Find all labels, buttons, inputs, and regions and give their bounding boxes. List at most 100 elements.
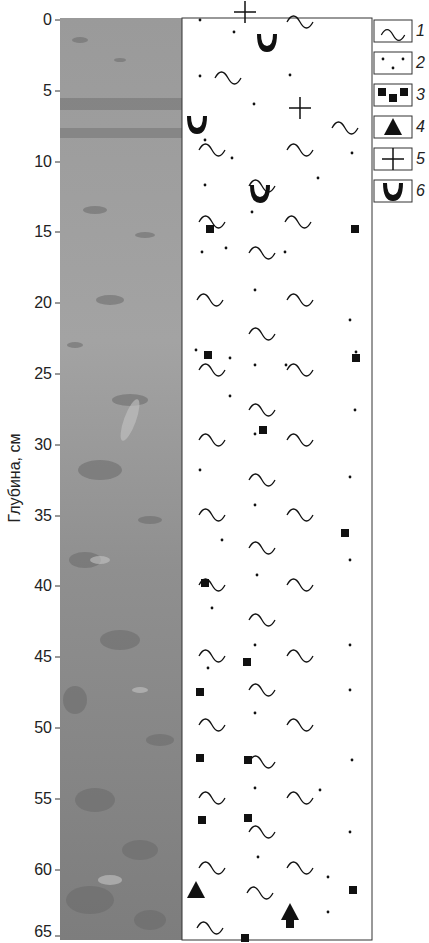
depth-tick-label: 40 [18,578,52,594]
sand-symbol [253,103,256,106]
clay-symbol [215,72,241,84]
clay-symbol [199,719,225,731]
legend-number: 4 [416,119,425,135]
sand-symbol [289,74,292,77]
sand-symbol [351,152,354,155]
clay-symbol [287,434,313,446]
sand-symbol [327,911,330,914]
sand-symbol [349,644,352,647]
litho-column [182,18,372,940]
gravel-symbol [389,94,397,102]
sand-symbol [254,433,257,436]
clay-symbol [287,579,313,591]
clay-symbol [197,294,223,306]
sand-symbol [285,364,288,367]
gravel-symbol [243,658,251,666]
gravel-symbol [378,88,386,96]
gravel-symbol [286,920,294,928]
sand-symbol [211,607,214,610]
axis-title: Глубина, см [6,433,22,522]
sand-symbol [319,789,322,792]
depth-tick-label: 10 [18,154,52,170]
sand-symbol [204,184,207,187]
sand-symbol [199,75,202,78]
depth-tick-label: 30 [18,437,52,453]
sand-symbol [355,351,358,354]
clay-symbol [287,792,313,804]
litho-symbols [187,1,360,942]
depth-tick-label: 55 [18,791,52,807]
legend-box [374,116,412,138]
shell-symbol [187,116,207,134]
gravel-symbol [196,754,204,762]
sand-symbol [204,139,207,142]
sand-symbol [349,689,352,692]
clay-symbol [287,719,313,731]
sand-symbol [229,395,232,398]
shell-symbol [383,183,403,201]
plant-symbol [289,97,311,119]
sand-symbol [257,856,260,859]
sand-symbol [229,357,232,360]
sand-symbol [254,712,257,715]
clay-symbol [199,434,225,446]
sand-symbol [199,469,202,472]
clay-symbol [381,30,404,41]
clay-symbol [287,862,313,874]
legend-box [374,84,412,106]
tick-marks [55,20,60,936]
sand-symbol [317,177,320,180]
gravel-symbol [206,225,214,233]
gravel-symbol [244,814,252,822]
clay-symbol [249,826,275,838]
gravel-symbol [244,756,252,764]
sand-symbol [349,319,352,322]
legend-box [374,180,412,202]
depth-tick-label: 50 [18,720,52,736]
depth-tick-label: 15 [18,224,52,240]
legend-number: 5 [416,151,425,167]
depth-tick-label: 25 [18,366,52,382]
legend-number: 2 [416,55,425,71]
legend-box [374,148,412,170]
sand-symbol [251,211,254,214]
depth-tick-label: 5 [18,83,52,99]
clay-symbol [287,364,313,376]
clay-symbol [249,404,275,416]
plant-symbol [382,148,404,170]
clay-symbol [199,862,225,874]
legend-symbols [374,20,412,202]
sand-symbol [254,504,257,507]
sand-symbol [256,574,259,577]
clay-symbol [287,294,313,306]
plant-symbol [234,1,256,23]
clay-symbol [249,247,275,259]
core-photo [60,18,182,940]
shell-symbol [257,34,277,52]
gravel-symbol [352,354,360,362]
sand-symbol [284,251,287,254]
shell-symbol [250,185,270,203]
depth-tick-label: 60 [18,862,52,878]
sand-symbol [349,476,352,479]
clay-symbol [249,474,275,486]
sand-symbol [349,831,352,834]
clay-symbol [199,650,225,662]
sand-symbol [402,58,405,61]
depth-tick-label: 45 [18,649,52,665]
sand-symbol [199,19,202,22]
gravel-symbol [259,426,267,434]
gravel-symbol [198,816,206,824]
clay-symbol [199,509,225,521]
gravel-symbol [204,351,212,359]
sand-symbol [233,31,236,34]
gravel-symbol [351,225,359,233]
clay-symbol [249,328,275,340]
clay-symbol [285,216,311,228]
sand-symbol [327,876,330,879]
legend-number: 1 [416,23,425,39]
clay-symbol [249,756,275,768]
sand-symbol [354,409,357,412]
sand-symbol [349,559,352,562]
